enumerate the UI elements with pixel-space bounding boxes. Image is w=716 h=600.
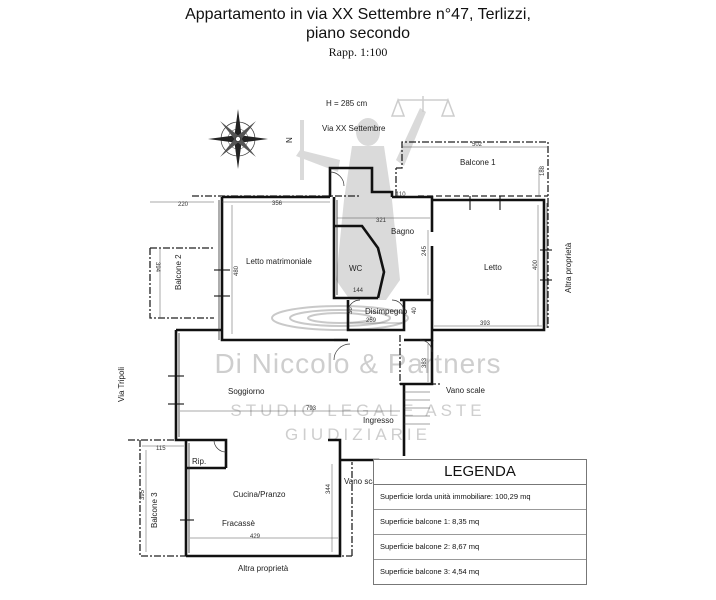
room-vano-scale-bottom: Vano scale <box>344 477 384 486</box>
room-fracasse: Fracassè <box>222 519 255 528</box>
legend-row-balcone3: Superficie balcone 3: 4,54 mq <box>380 567 480 576</box>
walls <box>174 166 546 558</box>
dim-344: 344 <box>326 483 332 494</box>
room-ripostiglio: Rip. <box>192 457 206 466</box>
watermark: Di Niccolo & Partners STUDIO LEGALE ASTE… <box>214 96 501 444</box>
plan-title-line2: piano secondo <box>305 25 411 42</box>
dim-36: 36 <box>348 307 354 314</box>
dim-245: 245 <box>422 245 428 256</box>
windows <box>168 196 552 521</box>
legend-row-balcone2: Superficie balcone 2: 8,67 mq <box>374 535 586 560</box>
room-ingresso: Ingresso <box>363 416 394 425</box>
dim-393: 393 <box>480 321 491 327</box>
balcony-boundaries <box>128 141 549 557</box>
dim-383: 383 <box>422 357 428 368</box>
dim-793: 793 <box>306 406 317 412</box>
dim-144: 144 <box>353 288 364 294</box>
legend-box: LEGENDA Superficie lorda unità immobilia… <box>373 459 587 585</box>
height-label: H = 285 cm <box>326 99 367 108</box>
compass-rose-icon <box>208 109 268 169</box>
room-balcone2: Balcone 2 <box>174 254 183 290</box>
legend-row-balcone1: Superficie balcone 1: 8,35 mq <box>374 510 586 535</box>
room-vano-scale-right: Vano scale <box>446 386 486 395</box>
dim-480: 480 <box>234 265 240 276</box>
room-letto-matrimoniale: Letto matrimoniale <box>246 257 312 266</box>
plan-title-line1: Appartamento in via XX Settembre n°47, T… <box>185 6 531 23</box>
street-via-tripoli: Via Tripoli <box>117 367 126 402</box>
street-altra-proprieta-bottom: Altra proprietà <box>238 564 289 573</box>
watermark-company: Di Niccolo & Partners <box>214 348 501 379</box>
dim-502: 502 <box>472 142 483 148</box>
door-swings <box>213 171 433 453</box>
street-altra-proprieta-right: Altra proprietà <box>564 242 573 293</box>
dim-394: 394 <box>154 262 160 273</box>
dim-259: 259 <box>366 318 377 324</box>
legend-title: LEGENDA <box>374 460 586 485</box>
swirl-logo-icon <box>271 305 409 331</box>
room-wc: WC <box>349 264 363 273</box>
dim-188: 188 <box>540 165 546 176</box>
dim-429: 429 <box>250 534 261 540</box>
watermark-line2: STUDIO LEGALE ASTE <box>230 401 485 420</box>
street-via-xx-settembre: Via XX Settembre <box>322 124 386 133</box>
room-soggiorno: Soggiorno <box>228 387 265 396</box>
room-bagno: Bagno <box>391 227 415 236</box>
stair <box>404 391 430 425</box>
room-disimpegno: Disimpegno <box>365 307 408 316</box>
dim-110: 110 <box>396 192 406 198</box>
dimension-lines <box>142 146 548 552</box>
room-letto: Letto <box>484 263 502 272</box>
justice-figure-icon <box>296 108 426 300</box>
dim-400: 400 <box>533 259 539 270</box>
dim-220: 220 <box>178 202 189 208</box>
plan-scale: Rapp. 1:100 <box>328 45 388 59</box>
room-balcone1: Balcone 1 <box>460 158 496 167</box>
room-cucina-pranzo: Cucina/Pranzo <box>233 490 286 499</box>
legend-row-superficie-lorda: Superficie lorda unità immobiliare: 100,… <box>374 485 586 510</box>
dim-115: 115 <box>156 446 166 452</box>
watermark-line3: GIUDIZIARIE <box>285 425 431 444</box>
dim-395: 395 <box>140 489 146 500</box>
dim-356: 356 <box>272 201 283 207</box>
dim-40: 40 <box>412 307 418 314</box>
compass-north-label: N <box>285 137 294 143</box>
scales-of-justice-icon <box>390 96 456 117</box>
dim-321: 321 <box>376 218 387 224</box>
room-balcone3: Balcone 3 <box>150 492 159 528</box>
dimension-labels: 502 188 220 356 110 321 394 480 245 400 … <box>140 142 546 540</box>
